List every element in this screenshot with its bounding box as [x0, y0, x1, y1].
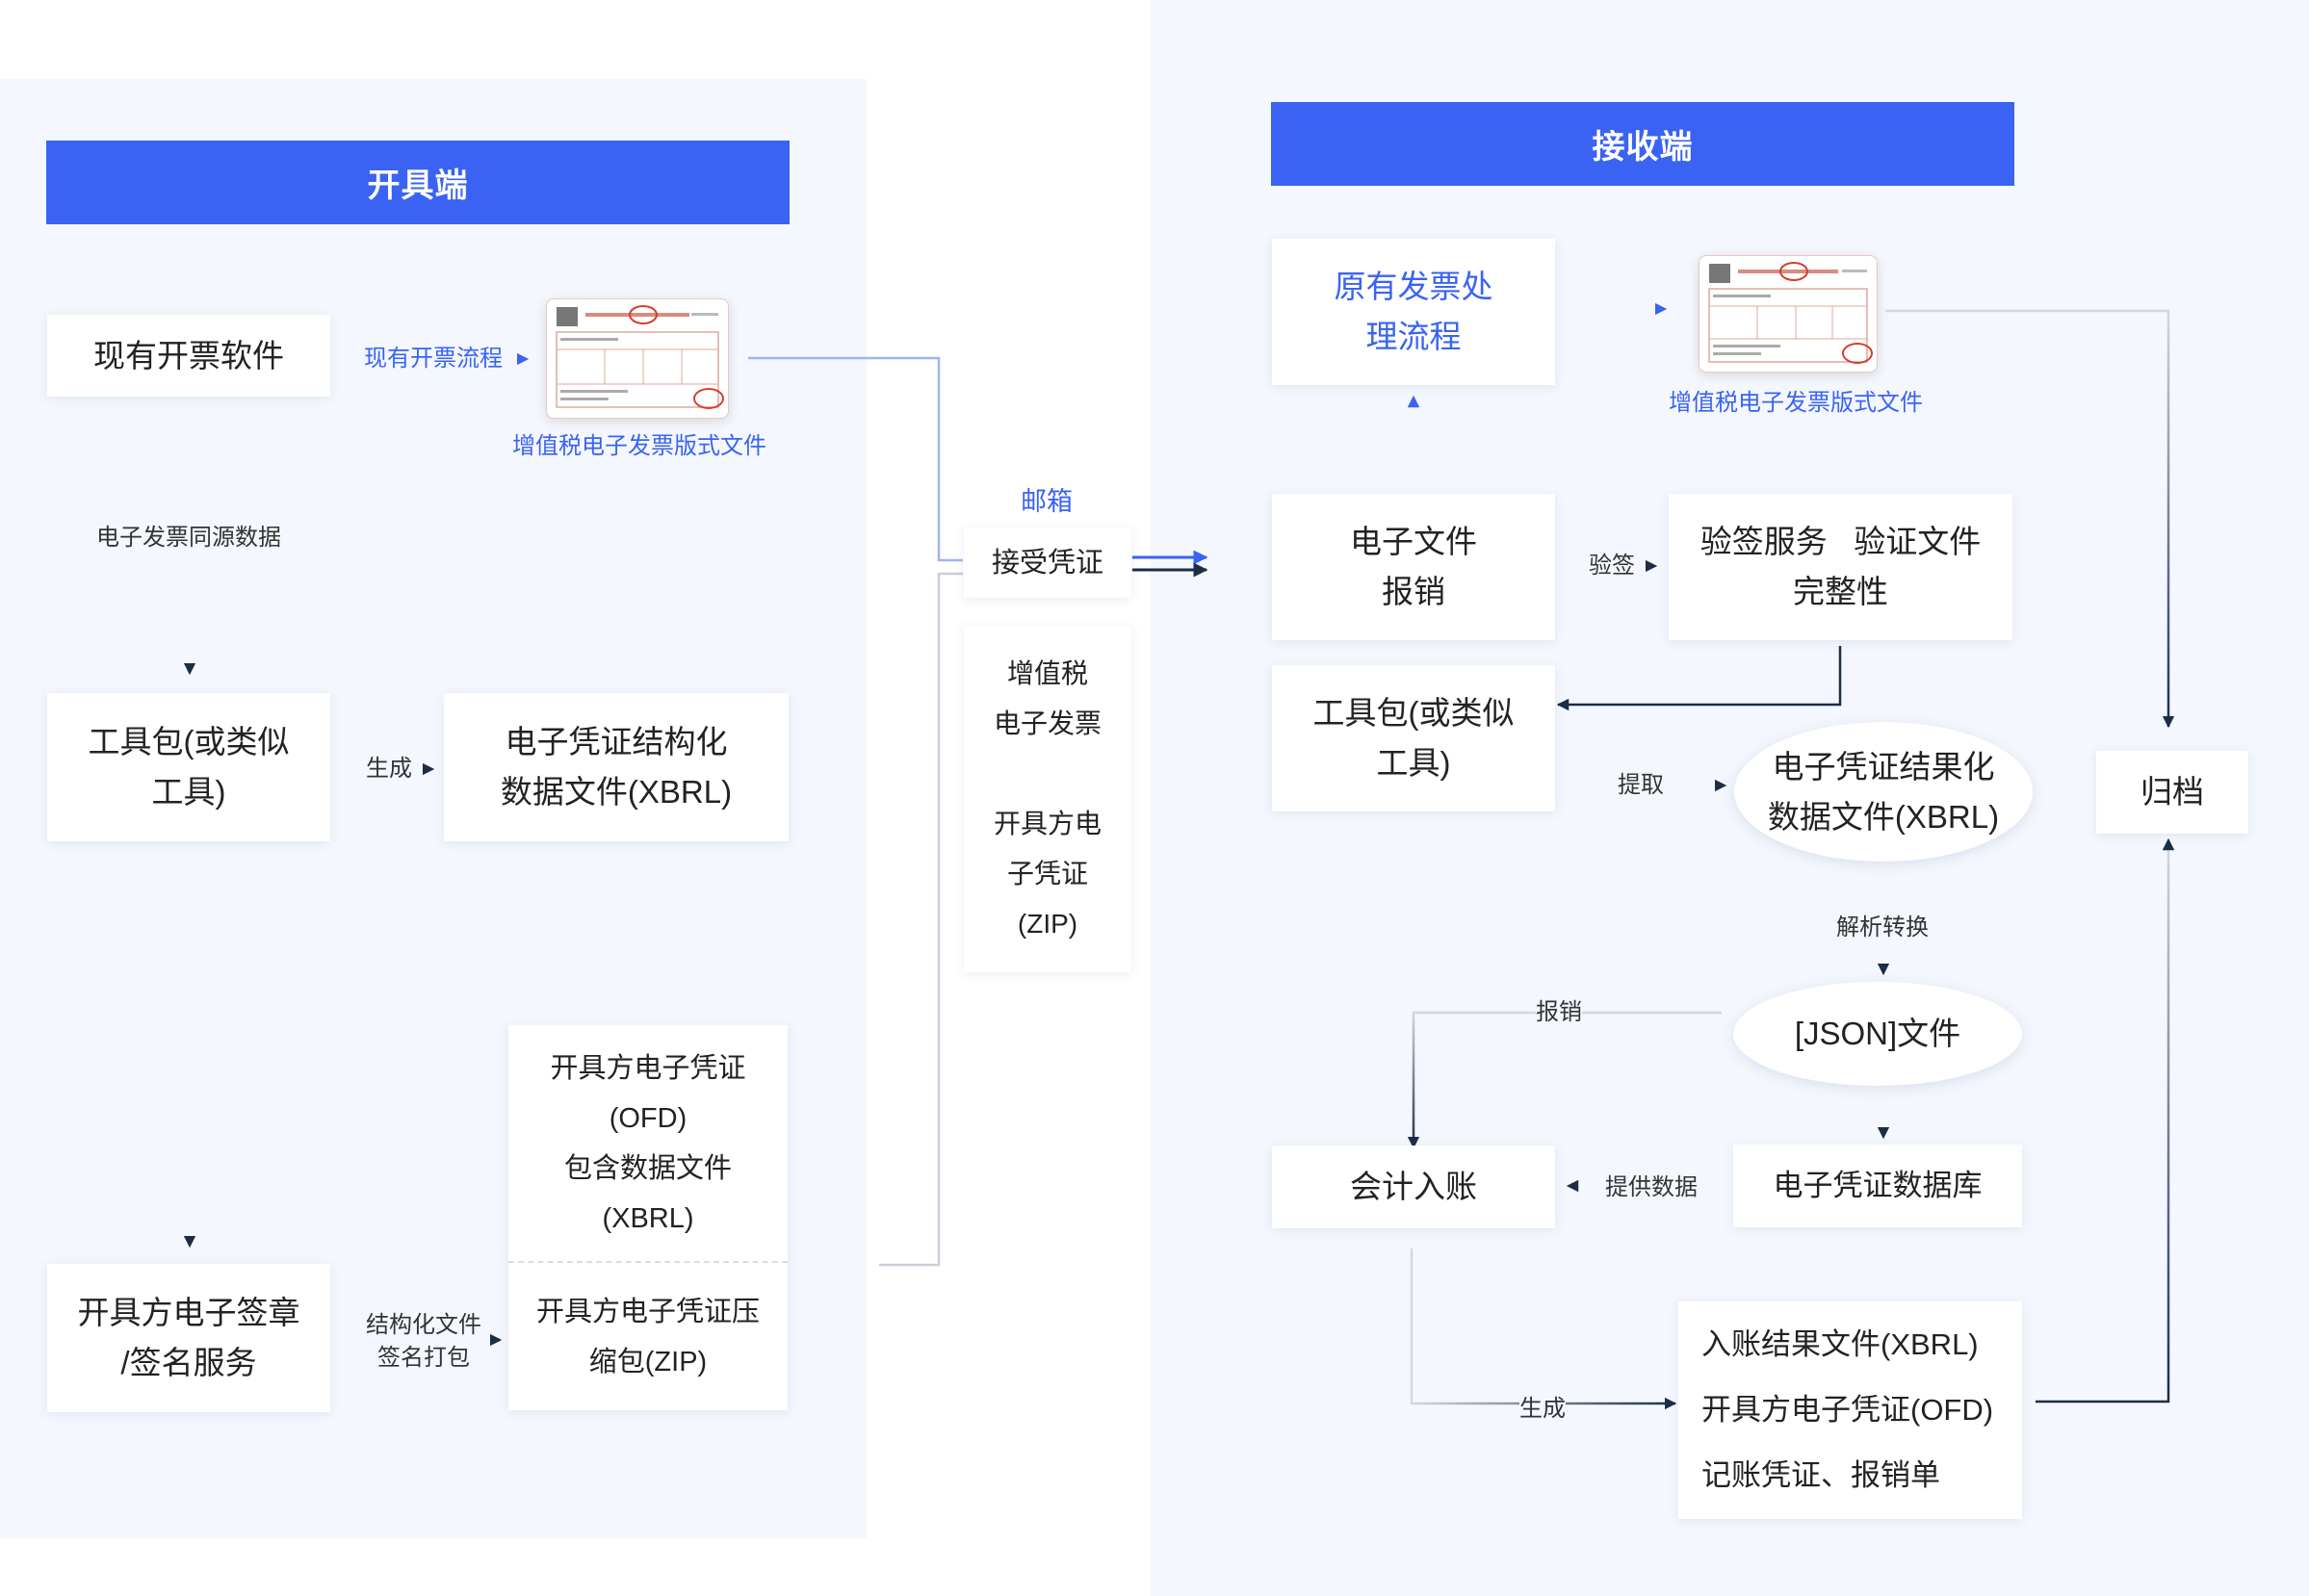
receiver-toolkit-line-1: 工具包(或类似 [1312, 695, 1515, 731]
sign-service-box[interactable]: 开具方电子签章 /签名服务 [47, 1264, 330, 1412]
structured-file-box[interactable]: 电子凭证结构化 数据文件(XBRL) [444, 693, 789, 841]
mail-content-line: 子凭证 [1006, 859, 1088, 888]
existing-flow-label: 现有开票流程 [364, 346, 503, 372]
issuer-invoice-caption: 增值税电子发票版式文件 [512, 433, 766, 459]
mail-content-line: (ZIP) [1017, 909, 1078, 939]
json-file-ellipse[interactable]: [JSON]文件 [1733, 982, 2022, 1086]
voucher-ofd-line-1: 开具方电子凭证 [550, 1052, 746, 1084]
json-file-label: [JSON]文件 [1794, 1016, 1961, 1051]
original-process-line-1: 原有发票处 [1334, 269, 1493, 304]
sign-label: 结构化文件 签名打包 [366, 1309, 481, 1375]
provide-data-label: 提供数据 [1605, 1172, 1698, 1203]
reimburse-label: 报销 [1536, 997, 1582, 1028]
voucher-zip-section: 开具方电子凭证压 缩包(ZIP) [536, 1263, 760, 1410]
generate-result-label: 生成 [1519, 1394, 1566, 1425]
archive-label: 归档 [2140, 774, 2204, 810]
mail-content-line: 电子发票 [993, 708, 1102, 738]
original-process-box[interactable]: 原有发票处 理流程 [1272, 239, 1555, 385]
seal-icon [1842, 343, 1873, 364]
database-label: 电子凭证数据库 [1773, 1169, 1983, 1202]
verify-service-line-1: 验签服务 验证文件 [1699, 524, 1982, 559]
toolkit-line-2: 工具) [151, 774, 226, 810]
results-box[interactable]: 入账结果文件(XBRL) 开具方电子凭证(OFD) 记账凭证、报销单 [1678, 1301, 2022, 1519]
issuer-header: 开具端 [46, 141, 790, 224]
existing-software-label: 现有开票软件 [93, 337, 284, 373]
result-file-ellipse[interactable]: 电子凭证结果化 数据文件(XBRL) [1734, 722, 2033, 862]
sign-service-line-2: /签名服务 [120, 1345, 257, 1380]
verify-service-box[interactable]: 验签服务 验证文件 完整性 [1669, 494, 2012, 640]
seal-icon [693, 388, 724, 409]
result-line: 开具方电子凭证(OFD) [1701, 1393, 1994, 1427]
generate-label: 生成 [366, 756, 412, 782]
invoice-thumbnail-icon [546, 298, 729, 419]
receive-voucher-label: 接受凭证 [991, 548, 1103, 579]
sign-label-line-1: 结构化文件 [366, 1312, 481, 1338]
e-reimburse-line-1: 电子文件 [1350, 524, 1477, 559]
mail-content-line: 增值税 [1006, 658, 1088, 688]
receive-voucher-box[interactable]: 接受凭证 [964, 528, 1131, 598]
result-file-line-2: 数据文件(XBRL) [1767, 798, 2000, 835]
sign-label-line-2: 签名打包 [377, 1345, 470, 1371]
structured-file-line-1: 电子凭证结构化 [505, 724, 728, 759]
parse-label: 解析转换 [1836, 913, 1929, 943]
result-line: 记账凭证、报销单 [1701, 1458, 1940, 1492]
issuer-voucher-box[interactable]: 开具方电子凭证 (OFD) 包含数据文件 (XBRL) 开具方电子凭证压 缩包(… [508, 1025, 788, 1410]
voucher-zip-line-2: 缩包(ZIP) [588, 1346, 708, 1377]
archive-box[interactable]: 归档 [2096, 751, 2248, 834]
seal-icon [629, 305, 658, 324]
mailbox-label: 邮箱 [1021, 487, 1073, 516]
structured-file-line-2: 数据文件(XBRL) [500, 774, 733, 810]
result-file-line-1: 电子凭证结果化 [1772, 748, 1995, 785]
toolkit-line-1: 工具包(或类似 [88, 724, 290, 759]
accounting-label: 会计入账 [1350, 1169, 1477, 1204]
mail-contents-box: 增值税 电子发票 开具方电 子凭证 (ZIP) [964, 626, 1131, 972]
original-process-line-2: 理流程 [1365, 319, 1462, 354]
existing-software-box[interactable]: 现有开票软件 [47, 315, 330, 397]
e-reimburse-box[interactable]: 电子文件 报销 [1272, 494, 1555, 640]
voucher-zip-line-1: 开具方电子凭证压 [535, 1296, 760, 1327]
voucher-ofd-line-3: 包含数据文件 [563, 1152, 732, 1184]
verify-label: 验签 [1589, 551, 1635, 581]
receiver-invoice-thumbnail-icon [1699, 255, 1878, 373]
mail-content-line: 开具方电 [993, 809, 1102, 838]
e-reimburse-line-2: 报销 [1382, 574, 1445, 609]
source-data-label: 电子发票同源数据 [96, 523, 281, 553]
result-line: 入账结果文件(XBRL) [1701, 1327, 1979, 1361]
accounting-box[interactable]: 会计入账 [1272, 1146, 1555, 1228]
issuer-toolkit-box[interactable]: 工具包(或类似 工具) [47, 693, 330, 841]
receiver-invoice-caption: 增值税电子发票版式文件 [1669, 390, 1923, 416]
receiver-header: 接收端 [1271, 102, 2014, 186]
receiver-toolkit-box[interactable]: 工具包(或类似 工具) [1272, 665, 1555, 811]
voucher-divider [508, 1261, 788, 1263]
verify-service-line-2: 完整性 [1793, 574, 1888, 609]
seal-icon [1779, 262, 1808, 281]
receiver-toolkit-line-2: 工具) [1376, 745, 1451, 781]
voucher-ofd-line-4: (XBRL) [602, 1202, 694, 1234]
voucher-ofd-line-2: (OFD) [609, 1102, 688, 1134]
voucher-ofd-section: 开具方电子凭证 (OFD) 包含数据文件 (XBRL) [550, 1025, 745, 1261]
database-box[interactable]: 电子凭证数据库 [1733, 1145, 2022, 1227]
sign-service-line-1: 开具方电子签章 [77, 1295, 300, 1330]
extract-label: 提取 [1618, 770, 1664, 801]
